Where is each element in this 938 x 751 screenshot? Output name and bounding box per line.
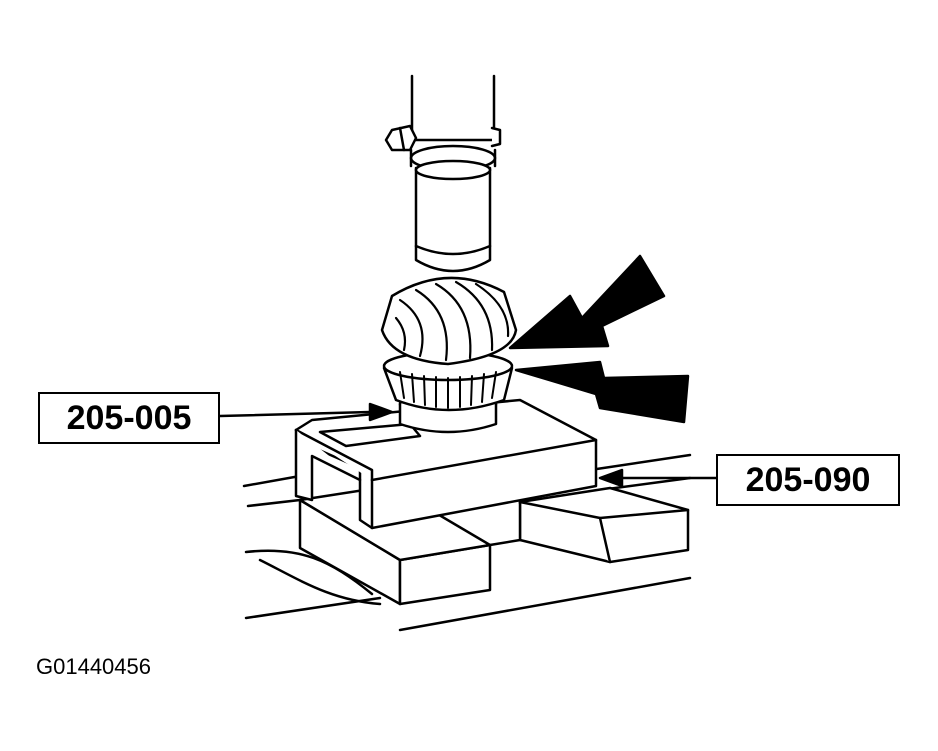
bearing: [382, 350, 514, 412]
figure-id: G01440456: [36, 654, 151, 679]
callout-205-090: 205-090: [716, 454, 900, 506]
direction-arrows: [508, 254, 690, 424]
pinion-gear: [380, 276, 518, 366]
callout-label: 205-005: [66, 399, 192, 437]
fixture-205-090: [294, 398, 598, 530]
press-ram: [384, 74, 502, 273]
leader-lines: [218, 402, 718, 488]
callout-label: 205-090: [745, 461, 871, 499]
callout-205-005: 205-005: [38, 392, 220, 444]
workbench-lines: [242, 453, 692, 632]
